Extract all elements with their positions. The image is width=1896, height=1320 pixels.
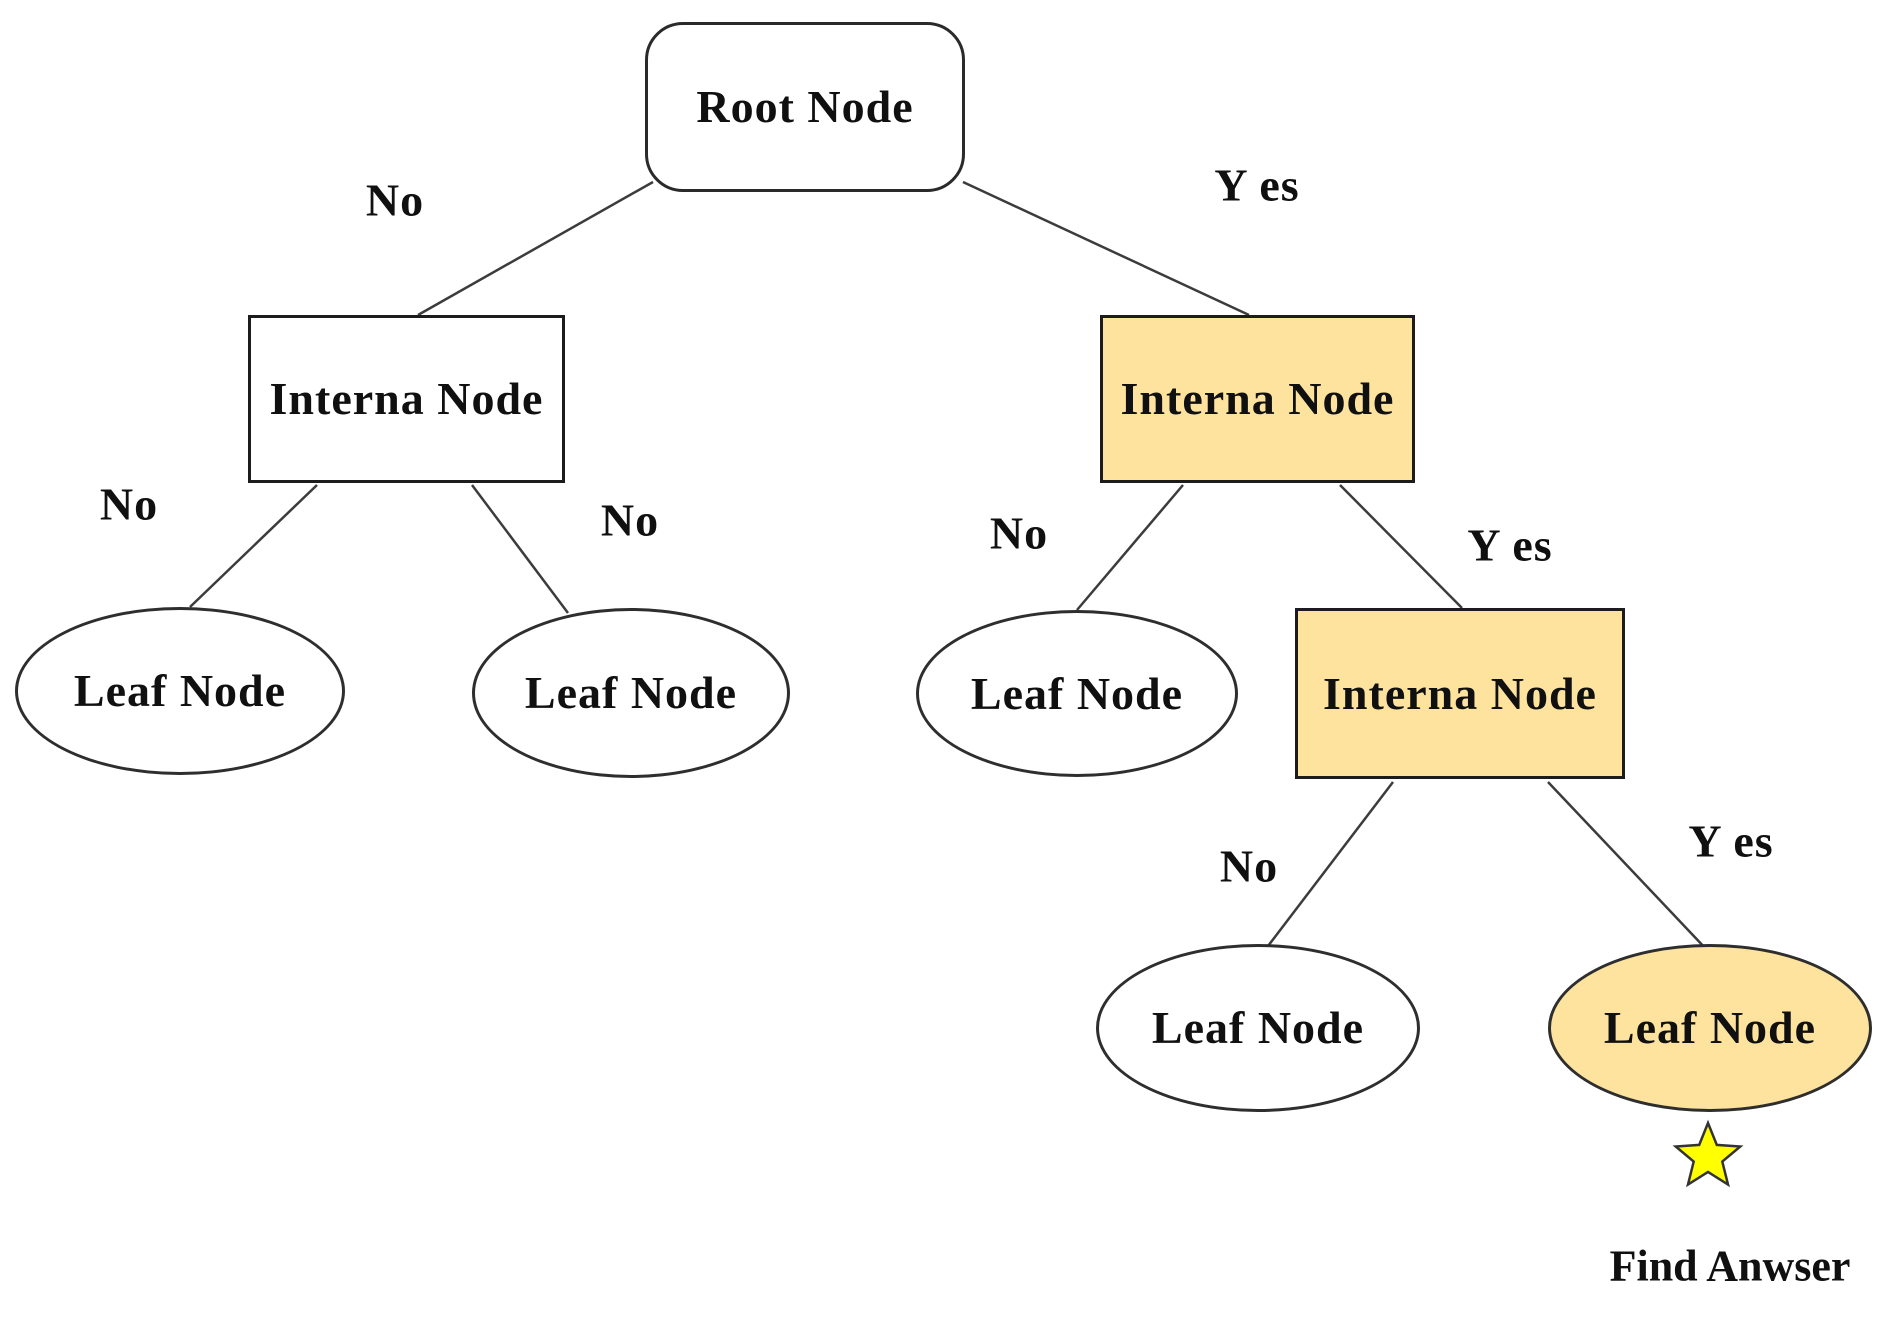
edge-label-internal-right-yes: Y es — [1467, 519, 1553, 571]
root-node-label: Root Node — [696, 81, 914, 132]
leaf-node-2-label: Leaf Node — [524, 667, 738, 718]
edge-internal-left-to-leaf-2 — [471, 484, 569, 614]
edge-label-internal-left-no-1: No — [99, 478, 159, 530]
edge-label-internal-left-no-2: No — [600, 494, 660, 546]
internal-node-right-label: Interna Node — [1120, 373, 1395, 424]
root-node: Root Node — [645, 22, 965, 192]
leaf-node-answer: Leaf Node — [1548, 944, 1872, 1112]
edge-label-internal-right-no: No — [989, 507, 1049, 559]
leaf-node-answer-label: Leaf Node — [1603, 1002, 1817, 1053]
internal-node-right-child: Interna Node — [1295, 608, 1625, 779]
leaf-node-1-label: Leaf Node — [73, 665, 287, 716]
edge-internal-left-to-leaf-1 — [189, 484, 318, 608]
edge-root-to-internal-right — [962, 180, 1250, 317]
edge-internal-right-to-internal-right2 — [1339, 484, 1463, 609]
edge-internal-right2-to-leaf-5 — [1547, 781, 1708, 951]
leaf-node-3-label: Leaf Node — [970, 667, 1184, 719]
internal-node-right: Interna Node — [1100, 315, 1415, 483]
edge-label-root-no: No — [365, 174, 425, 226]
internal-node-left-label: Interna Node — [269, 373, 544, 424]
leaf-node-4: Leaf Node — [1096, 944, 1420, 1112]
edge-internal-right-to-leaf-3 — [1076, 484, 1184, 611]
edge-label-internal-right2-no: No — [1219, 840, 1279, 892]
internal-node-left: Interna Node — [248, 315, 565, 483]
edge-label-root-yes: Y es — [1214, 159, 1300, 211]
leaf-node-3: Leaf Node — [916, 610, 1238, 777]
internal-node-right-child-label: Interna Node — [1323, 667, 1597, 719]
find-answer-caption: Find Anwser — [1609, 1241, 1851, 1291]
leaf-node-2: Leaf Node — [472, 608, 790, 778]
leaf-node-1: Leaf Node — [15, 607, 345, 775]
edge-internal-right2-to-leaf-4 — [1264, 781, 1394, 951]
star-icon — [1672, 1119, 1744, 1188]
edge-label-internal-right2-yes: Y es — [1688, 815, 1774, 867]
leaf-node-4-label: Leaf Node — [1151, 1002, 1365, 1053]
edge-root-to-internal-left — [417, 180, 654, 317]
